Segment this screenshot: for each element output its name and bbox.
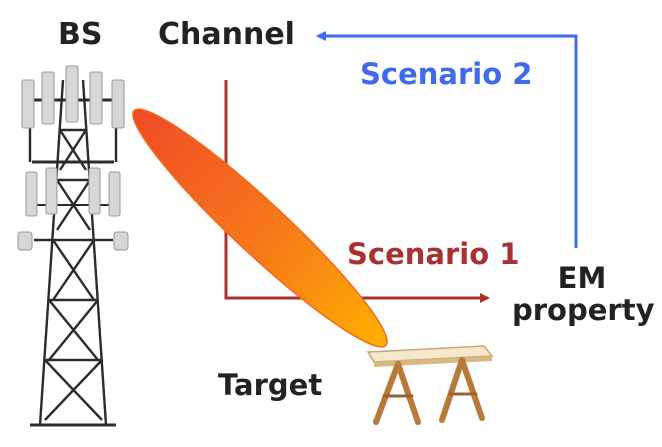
- scenario-2-arrow: [316, 31, 578, 248]
- scenario-2-label: Scenario 2: [360, 57, 533, 91]
- em-label-line-2: property: [512, 293, 655, 328]
- antenna-panels: [17, 65, 129, 251]
- em-property-label: EM property: [512, 261, 655, 328]
- cell-tower-icon: [28, 79, 118, 427]
- scenario-1-arrow: [224, 80, 490, 303]
- channel-label: Channel: [158, 17, 295, 52]
- wooden-table-icon: [366, 345, 494, 425]
- bs-label: BS: [58, 17, 103, 52]
- em-label-line-1: EM: [557, 261, 607, 295]
- radar-beam: [132, 108, 388, 348]
- target-label: Target: [218, 368, 323, 402]
- scenario-1-label: Scenario 1: [347, 237, 520, 271]
